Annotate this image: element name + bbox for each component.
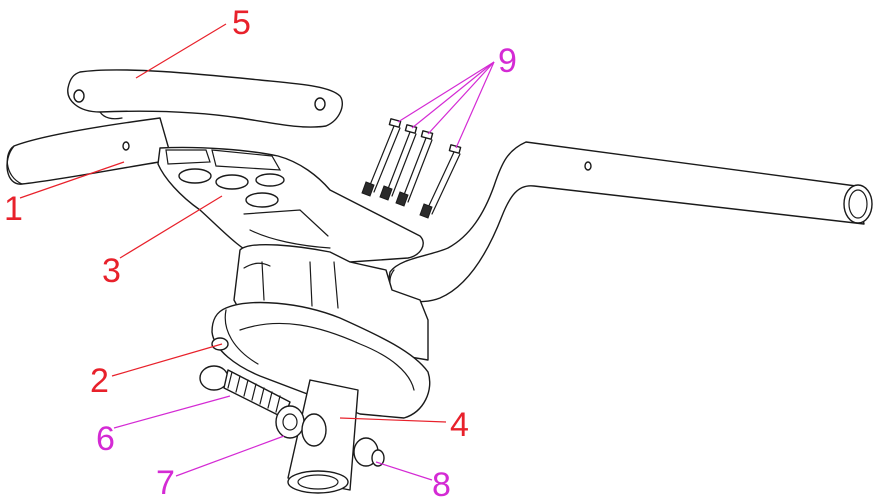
- right-handlebar: [387, 141, 873, 303]
- callout-label-6: 6: [96, 420, 115, 458]
- callout-label-1: 1: [4, 190, 23, 228]
- washer-nut: [275, 405, 327, 447]
- leader-6: [113, 395, 231, 429]
- callout-leaders: [19, 23, 495, 481]
- bolt: [361, 118, 402, 197]
- spring-bolt: [199, 365, 291, 419]
- leader-9d: [455, 61, 495, 149]
- bolt-set: [361, 118, 462, 219]
- leader-1: [19, 161, 125, 199]
- upper-clamp-block: [157, 146, 424, 263]
- callout-label-8: 8: [432, 466, 451, 504]
- leader-9c: [427, 61, 495, 135]
- leader-3: [119, 195, 223, 259]
- leader-5: [135, 23, 227, 79]
- bolt: [379, 124, 418, 201]
- top-cover-plate: [67, 69, 344, 128]
- bolt: [419, 144, 462, 219]
- callout-label-5: 5: [232, 4, 251, 42]
- leader-2: [111, 343, 223, 377]
- side-bolt: [353, 437, 385, 467]
- leader-9b: [411, 61, 495, 129]
- callout-label-9: 9: [498, 42, 517, 80]
- callout-label-4: 4: [450, 406, 469, 444]
- leader-7: [175, 435, 285, 477]
- callout-label-2: 2: [90, 362, 109, 400]
- left-handlebar-stub: [6, 117, 173, 185]
- leader-8: [375, 461, 433, 481]
- bolt: [395, 130, 434, 207]
- leader-9a: [397, 61, 495, 123]
- callout-label-7: 7: [156, 464, 175, 502]
- callout-label-3: 3: [102, 252, 121, 290]
- leader-4: [339, 417, 447, 423]
